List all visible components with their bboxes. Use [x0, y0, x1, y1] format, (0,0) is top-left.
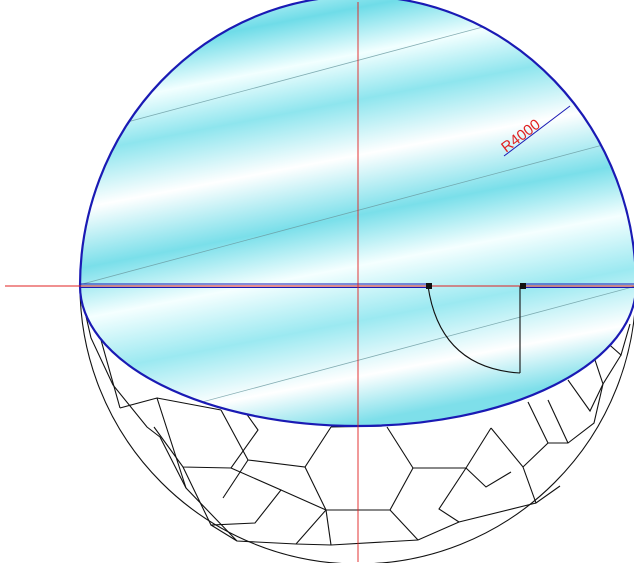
grip-square-icon	[520, 283, 526, 289]
radius-dimension-line	[503, 105, 571, 157]
grip-handles[interactable]	[426, 283, 526, 289]
lower-hemisphere-outline	[79, 285, 634, 563]
equator-band	[80, 283, 634, 288]
glass-dome[interactable]	[60, 0, 634, 440]
hexagon-panel-lines	[79, 289, 631, 546]
glass-dome-fill	[80, 0, 634, 426]
door-swing-arc	[427, 285, 521, 374]
lower-hemisphere	[79, 285, 634, 563]
door-swing	[427, 285, 521, 374]
glass-dome-outline	[78, 0, 634, 287]
grip-square-icon	[426, 283, 432, 289]
centerlines	[5, 2, 634, 562]
